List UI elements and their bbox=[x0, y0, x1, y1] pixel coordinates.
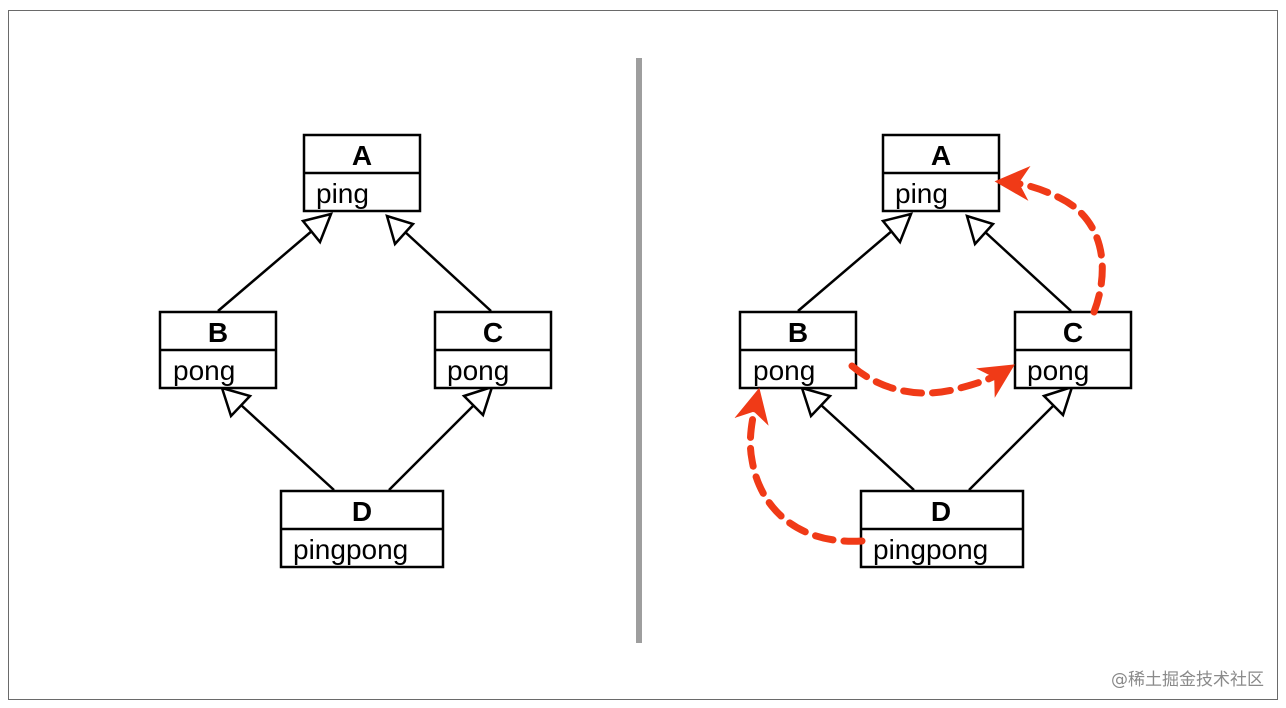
class-name: B bbox=[208, 317, 228, 348]
class-method: pong bbox=[173, 355, 235, 386]
edge-b-to-a bbox=[797, 229, 894, 312]
edge-d-to-c bbox=[388, 404, 475, 491]
class-box-d-left: D pingpong bbox=[279, 489, 445, 569]
class-method: pong bbox=[447, 355, 509, 386]
hollow-arrowhead bbox=[800, 386, 833, 419]
right-panel: A ping B pong C pong D pingpong bbox=[734, 133, 1133, 569]
class-box-c-right: C pong bbox=[1013, 310, 1133, 390]
class-method: pong bbox=[753, 355, 815, 386]
edge-b-to-a bbox=[217, 229, 314, 312]
hollow-arrowhead bbox=[1041, 385, 1074, 418]
watermark: @稀土掘金技术社区 bbox=[1111, 670, 1264, 690]
edge-c-to-a bbox=[983, 230, 1072, 312]
left-panel: A ping B pong C pong D pingpong bbox=[158, 133, 553, 569]
inheritance-edges-left bbox=[217, 212, 494, 491]
edge-d-to-b bbox=[240, 404, 335, 491]
class-method: ping bbox=[316, 178, 369, 209]
class-box-a-left: A ping bbox=[302, 133, 422, 213]
class-name: D bbox=[931, 496, 951, 527]
hollow-arrowhead bbox=[880, 212, 914, 245]
class-box-a-right: A ping bbox=[881, 133, 1001, 213]
class-box-b-left: B pong bbox=[158, 310, 278, 390]
hollow-arrowhead bbox=[220, 386, 253, 419]
class-box-b-right: B pong bbox=[738, 310, 858, 390]
hollow-arrowhead bbox=[461, 385, 494, 418]
edge-d-to-c bbox=[968, 404, 1055, 491]
class-method: pong bbox=[1027, 355, 1089, 386]
hollow-arrowhead bbox=[300, 212, 334, 245]
class-box-d-right: D pingpong bbox=[859, 489, 1025, 569]
class-method: pingpong bbox=[293, 534, 408, 565]
hollow-arrowhead bbox=[385, 214, 416, 247]
class-method: ping bbox=[895, 178, 948, 209]
class-name: C bbox=[1063, 317, 1083, 348]
mro-arrow-b-to-c bbox=[848, 362, 1015, 398]
inheritance-edges-right bbox=[797, 212, 1074, 491]
class-box-c-left: C pong bbox=[433, 310, 553, 390]
class-name: C bbox=[483, 317, 503, 348]
class-method: pingpong bbox=[873, 534, 988, 565]
class-name: B bbox=[788, 317, 808, 348]
class-name: D bbox=[352, 496, 372, 527]
mro-arrow-c-to-a bbox=[994, 165, 1106, 316]
class-name: A bbox=[352, 140, 372, 171]
class-name: A bbox=[931, 140, 951, 171]
mro-arrows bbox=[734, 165, 1106, 545]
edge-d-to-b bbox=[820, 404, 915, 491]
mro-arrow-d-to-b bbox=[734, 387, 866, 545]
edge-c-to-a bbox=[403, 230, 492, 312]
hollow-arrowhead bbox=[965, 214, 996, 247]
